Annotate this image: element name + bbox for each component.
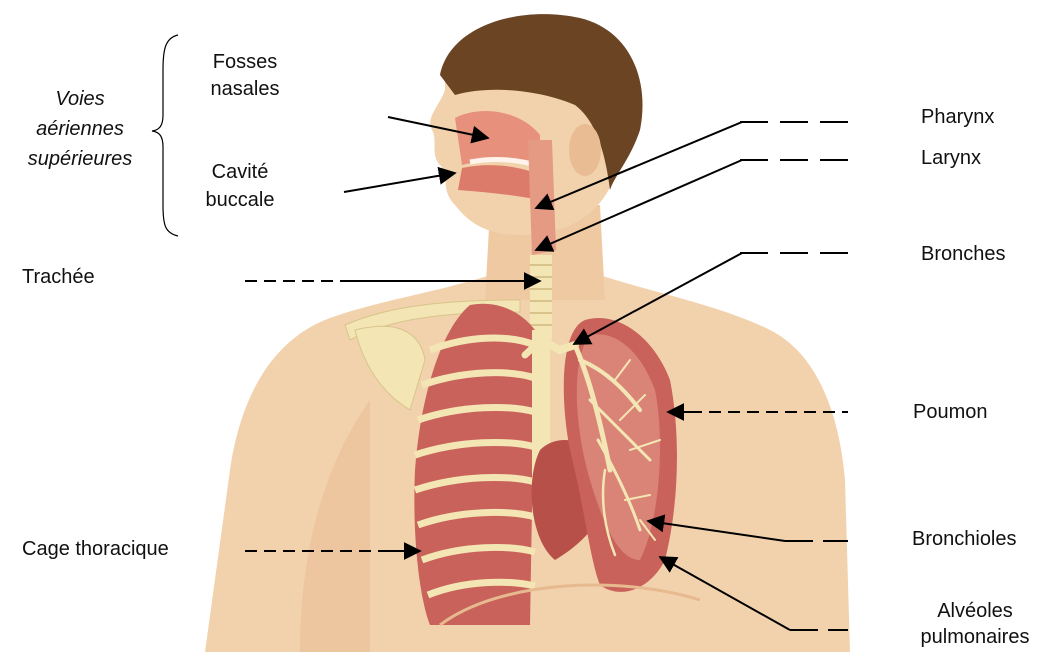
label-alveoles-line-1: Alvéoles [905, 598, 1045, 624]
ear-shape [569, 124, 601, 176]
label-larynx: Larynx [921, 146, 981, 170]
group-label-line-3: supérieures [15, 144, 145, 174]
pharynx-tube [528, 140, 556, 255]
label-fosses-nasales-line-1: Fosses [190, 49, 300, 76]
group-label-upper-airways: Voies aériennes supérieures [15, 84, 145, 174]
label-poumon: Poumon [913, 400, 988, 424]
group-brace [152, 35, 178, 236]
label-cavite-buccale-line-1: Cavité [185, 158, 295, 186]
label-cavite-buccale-line-2: buccale [185, 186, 295, 214]
label-cage-thoracique: Cage thoracique [22, 537, 169, 561]
group-label-line-1: Voies [15, 84, 145, 114]
arrow-cavite-buccale [344, 173, 455, 192]
label-fosses-nasales: Fosses nasales [190, 49, 300, 103]
label-pharynx: Pharynx [921, 105, 994, 129]
label-bronchioles: Bronchioles [912, 527, 1017, 551]
label-bronches: Bronches [921, 242, 1006, 266]
label-cavite-buccale: Cavité buccale [185, 158, 295, 214]
label-trachee: Trachée [22, 265, 95, 289]
label-alveoles-pulmonaires: Alvéoles pulmonaires [905, 598, 1045, 650]
trachea-tube [530, 255, 552, 340]
label-alveoles-line-2: pulmonaires [905, 624, 1045, 650]
group-label-line-2: aériennes [15, 114, 145, 144]
label-fosses-nasales-line-2: nasales [190, 76, 300, 103]
